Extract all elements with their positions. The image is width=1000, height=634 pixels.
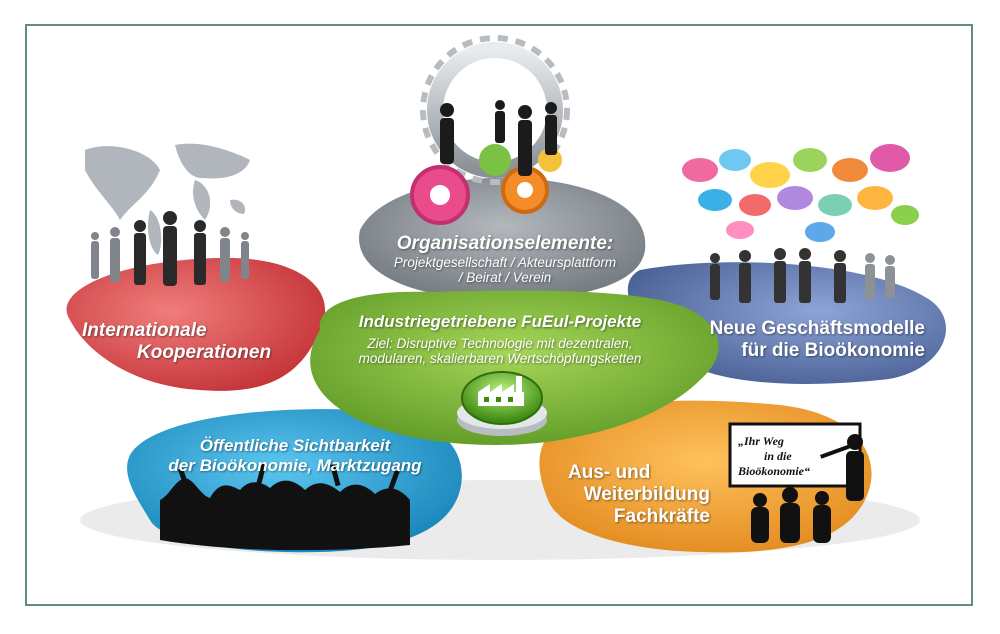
organisation-label: Organisationselemente: Projektgesellscha… xyxy=(370,233,640,286)
presentation-board-text: „Ihr Weg in die Bioökonomie“ xyxy=(738,434,848,479)
education-label: Aus- und Weiterbildung Fachkräfte xyxy=(560,462,710,528)
organisation-subtitle-line-2: / Beirat / Verein xyxy=(458,270,552,286)
presentation-board-icon xyxy=(728,422,864,543)
education-title-line-3: Fachkräfte xyxy=(613,505,710,527)
board-line-1: „Ihr Weg xyxy=(738,434,784,448)
world-map-icon xyxy=(85,143,250,286)
gears-icon xyxy=(410,35,570,225)
center-projects-subtitle-line-2: modularen, skalierbaren Wertschöpfungske… xyxy=(358,351,642,367)
international-label: Internationale Kooperationen xyxy=(82,320,282,364)
international-title-line-2: Kooperationen xyxy=(137,341,272,363)
factory-button[interactable] xyxy=(457,371,547,436)
factory-icon xyxy=(478,376,524,406)
education-title-line-1: Aus- und xyxy=(568,462,651,483)
crowd-icon xyxy=(160,461,410,551)
outer-frame xyxy=(25,24,973,606)
visibility-title-line-1: Öffentliche Sichtbarkeit xyxy=(199,436,391,455)
business-models-title-line-1: Neue Geschäftsmodelle xyxy=(709,318,925,339)
organisation-subtitle-line-1: Projektgesellschaft / Akteursplattform xyxy=(393,254,617,270)
education-title-line-2: Weiterbildung xyxy=(583,483,710,505)
petal-center-projects[interactable] xyxy=(310,290,719,445)
organisation-title: Organisationselemente: xyxy=(396,233,614,254)
international-title-line-1: Internationale xyxy=(82,320,207,341)
business-people-icon xyxy=(710,248,895,303)
visibility-label: Öffentliche Sichtbarkeit der Bioökonomie… xyxy=(150,436,440,475)
visibility-title-line-2: der Bioökonomie, Marktzugang xyxy=(168,455,422,475)
center-projects-subtitle-line-1: Ziel: Disruptive Technologie mit dezentr… xyxy=(367,335,633,351)
business-models-label: Neue Geschäftsmodelle für die Bioökonomi… xyxy=(690,318,925,362)
board-line-3: Bioökonomie“ xyxy=(738,464,811,478)
center-projects-label: Industriegetriebene FuEul-Projekte Ziel:… xyxy=(335,312,665,367)
center-projects-title: Industriegetriebene FuEul-Projekte xyxy=(358,312,642,331)
board-line-2: in die xyxy=(764,449,792,463)
petal-international[interactable] xyxy=(66,257,326,391)
speech-bubbles-icon xyxy=(682,144,919,242)
crowd-walking-icon xyxy=(91,211,249,286)
business-models-title-line-2: für die Bioökonomie xyxy=(741,339,925,361)
